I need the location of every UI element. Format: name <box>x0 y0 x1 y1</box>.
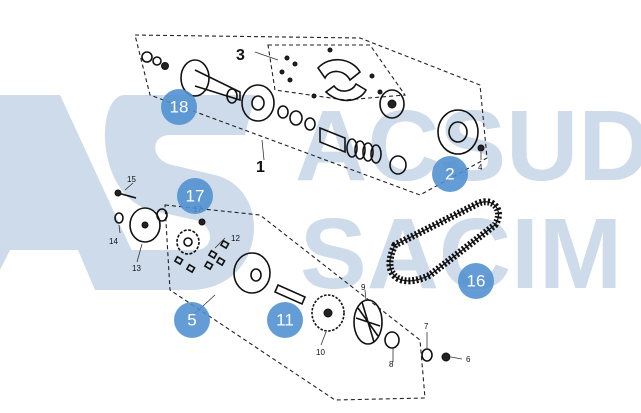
pn-9: 9 <box>361 283 366 292</box>
driven-pulley-face <box>180 59 210 97</box>
clutch-bell <box>437 109 479 155</box>
clutch-pins <box>279 47 383 99</box>
ramp-plate-hub <box>183 237 193 247</box>
pn-13: 13 <box>132 264 141 273</box>
clutch-spring <box>346 138 382 164</box>
callout-1: 1 <box>256 159 265 176</box>
badge-16: 16 <box>458 263 494 299</box>
drive-pulley-boss <box>233 252 271 294</box>
clutch-shoe <box>324 82 368 102</box>
badge-18: 18 <box>161 89 197 125</box>
watermark-line1: ACSUD <box>295 90 641 202</box>
badge-17: 17 <box>177 178 213 214</box>
pn-12: 12 <box>231 234 240 243</box>
clutch-subgroup-outline <box>267 44 406 101</box>
bolt-head <box>114 189 122 197</box>
badge-2: 2 <box>432 156 468 192</box>
upper-parts <box>141 47 485 175</box>
clutch-bell-hub <box>448 121 468 143</box>
spacer-tube <box>319 126 346 154</box>
svg-text:18: 18 <box>170 98 189 117</box>
pn-4: 4 <box>478 163 483 172</box>
watermark-logo-a <box>0 95 150 290</box>
nut-part <box>441 352 451 362</box>
starter-pinion <box>384 331 400 349</box>
drive-face-hub <box>323 308 333 318</box>
pn-10: 10 <box>316 348 325 357</box>
washer-part <box>141 51 153 63</box>
drive-pulley-bore <box>250 268 262 282</box>
washer-part <box>152 56 162 66</box>
fixed-drive-face <box>311 294 345 332</box>
lower-group-outline <box>164 204 426 401</box>
pn-6: 6 <box>466 355 471 364</box>
pn-7: 7 <box>424 322 429 331</box>
svg-text:2: 2 <box>445 165 454 184</box>
nut-part <box>198 218 206 226</box>
watermark: ACSUD SACIM <box>0 90 641 310</box>
pn-8: 8 <box>389 360 394 369</box>
washer-part <box>421 348 433 362</box>
nut-part <box>161 62 169 70</box>
bushing-tube <box>273 283 307 306</box>
washer-part <box>114 212 124 224</box>
pn-14: 14 <box>109 237 118 246</box>
badge-11: 11 <box>267 302 303 338</box>
watermark-line2: SACIM <box>300 198 622 310</box>
drive-belt <box>386 198 502 285</box>
kick-starter-gear <box>129 207 161 243</box>
svg-text:16: 16 <box>467 272 486 291</box>
badge-5: 5 <box>174 302 210 338</box>
svg-text:11: 11 <box>276 311 294 330</box>
seal-part <box>277 105 289 119</box>
clutch-shoe <box>316 59 362 82</box>
movable-pulley-face <box>241 84 275 122</box>
clutch-plate <box>379 89 405 119</box>
seal-part <box>304 117 316 131</box>
gear-hub <box>141 221 149 229</box>
pn-15: 15 <box>127 175 136 184</box>
clutch-plate-hub <box>387 99 397 109</box>
callout-3: 3 <box>236 47 245 64</box>
spring-seat <box>389 155 407 175</box>
rollers <box>173 239 230 274</box>
bell-nut <box>477 144 485 152</box>
pulley-shaft <box>194 69 241 102</box>
bearing-part <box>226 88 238 104</box>
lower-parts <box>114 51 463 362</box>
seal-part <box>289 110 303 126</box>
fan-blades <box>355 301 381 343</box>
fan-drive-face <box>353 299 383 345</box>
movable-pulley-hub <box>251 95 265 111</box>
upper-group-outline <box>134 34 488 196</box>
collar-part <box>156 208 168 222</box>
svg-text:5: 5 <box>187 311 196 330</box>
svg-text:17: 17 <box>186 187 205 206</box>
ramp-plate <box>176 229 200 255</box>
